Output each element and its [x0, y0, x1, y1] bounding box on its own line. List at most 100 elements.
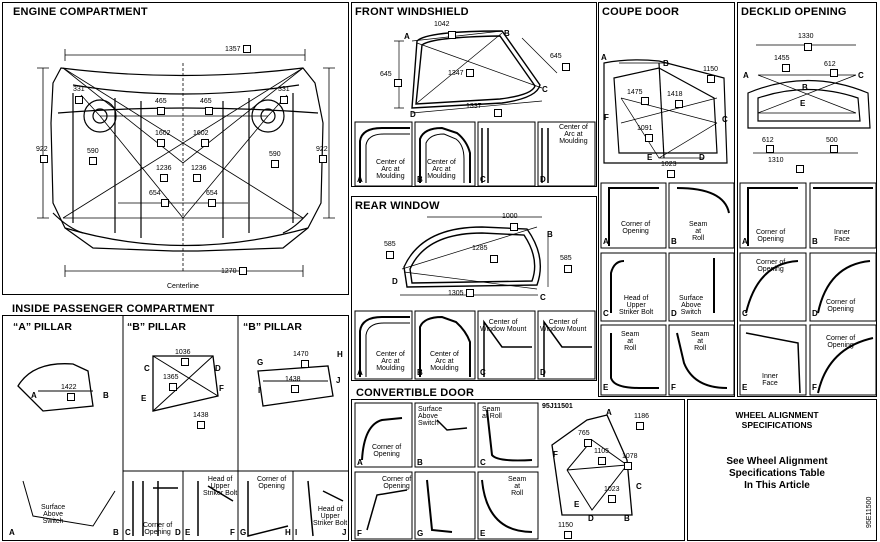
- check-box[interactable]: [280, 96, 288, 104]
- check-box[interactable]: [562, 63, 570, 71]
- dim-1078: 1078: [622, 453, 638, 460]
- dim-612-bottom: 612: [762, 137, 774, 144]
- dim-1418: 1418: [667, 91, 683, 98]
- check-box[interactable]: [197, 421, 205, 429]
- point-c: C: [542, 85, 548, 94]
- check-box[interactable]: [598, 457, 606, 465]
- check-box[interactable]: [494, 109, 502, 117]
- b-pillar-2-title: “B” PILLAR: [243, 321, 302, 333]
- check-box[interactable]: [205, 107, 213, 115]
- caption-b: Center of Arc at Moulding: [430, 351, 459, 372]
- caption-c: Corner of Opening: [143, 522, 173, 536]
- check-box[interactable]: [271, 160, 279, 168]
- caption-a: Corner of Opening: [756, 229, 786, 243]
- check-box[interactable]: [510, 223, 518, 231]
- check-box[interactable]: [707, 75, 715, 83]
- check-box[interactable]: [782, 64, 790, 72]
- check-box[interactable]: [645, 134, 653, 142]
- check-box[interactable]: [667, 170, 675, 178]
- check-box[interactable]: [161, 199, 169, 207]
- check-box[interactable]: [157, 107, 165, 115]
- check-box[interactable]: [67, 393, 75, 401]
- check-box[interactable]: [564, 531, 572, 539]
- check-box[interactable]: [448, 31, 456, 39]
- check-box[interactable]: [193, 174, 201, 182]
- check-box[interactable]: [89, 157, 97, 165]
- dim-1023: 1023: [604, 486, 620, 493]
- dim-465-left: 465: [155, 98, 167, 105]
- check-box[interactable]: [160, 174, 168, 182]
- dim-1310: 1310: [768, 157, 784, 164]
- check-box[interactable]: [394, 79, 402, 87]
- decklid-title: DECKLID OPENING: [741, 6, 847, 18]
- check-box[interactable]: [608, 495, 616, 503]
- check-box[interactable]: [169, 383, 177, 391]
- check-box[interactable]: [242, 45, 251, 53]
- check-box[interactable]: [766, 145, 774, 153]
- dim-612-top: 612: [824, 61, 836, 68]
- check-box[interactable]: [490, 255, 498, 263]
- check-box[interactable]: [181, 358, 189, 366]
- check-box[interactable]: [465, 69, 474, 77]
- dim-331-right: 331: [278, 86, 290, 93]
- caption-b: Surface Above Switch: [418, 406, 443, 427]
- inside-diagram: [17, 316, 348, 540]
- dim-1602-right: 1602: [193, 130, 209, 137]
- caption-a: Corner of Opening: [621, 221, 651, 235]
- check-box[interactable]: [319, 155, 327, 163]
- check-box[interactable]: [75, 96, 83, 104]
- check-box[interactable]: [291, 385, 299, 393]
- check-box[interactable]: [208, 199, 216, 207]
- inside-title: INSIDE PASSENGER COMPARTMENT: [12, 303, 215, 315]
- figure-code-wheel: 95E11500: [866, 496, 873, 528]
- wheel-alignment-panel: WHEEL ALIGNMENT SPECIFICATIONS See Wheel…: [687, 399, 877, 541]
- check-box[interactable]: [675, 100, 683, 108]
- dim-1365: 1365: [163, 374, 179, 381]
- dim-1236-left: 1236: [156, 165, 172, 172]
- caption-a: Center of Arc at Moulding: [376, 159, 405, 180]
- check-box[interactable]: [796, 165, 804, 173]
- caption-c: Center of Window Mount: [480, 319, 527, 333]
- caption-e: Head of Upper Striker Bolt: [203, 476, 238, 497]
- caption-d: Center of Arc at Moulding: [559, 124, 588, 145]
- caption-d: Center of Window Mount: [540, 319, 587, 333]
- dim-1475: 1475: [627, 89, 643, 96]
- check-box[interactable]: [564, 265, 572, 273]
- point-b: B: [504, 29, 510, 38]
- check-box[interactable]: [157, 139, 165, 147]
- caption-a: Corner of Opening: [372, 444, 402, 458]
- check-box[interactable]: [301, 360, 309, 368]
- point-a: A: [404, 32, 410, 41]
- check-box[interactable]: [386, 251, 394, 259]
- caption-d: Corner of Opening: [826, 299, 856, 313]
- check-box[interactable]: [830, 145, 838, 153]
- dim-1337: 1337: [466, 103, 482, 110]
- caption-b: Center of Arc at Moulding: [427, 159, 456, 180]
- check-box[interactable]: [804, 43, 812, 51]
- check-box[interactable]: [636, 422, 644, 430]
- dim-1186: 1186: [634, 413, 650, 420]
- coupe-door-title: COUPE DOOR: [602, 6, 680, 18]
- coupe-door-panel: COUPE DOOR A B C D E F 1150 1475 1418 10…: [598, 2, 735, 397]
- dim-1105: 1105: [594, 448, 610, 455]
- convertible-title: CONVERTIBLE DOOR: [356, 387, 475, 399]
- check-box[interactable]: [201, 139, 209, 147]
- check-box[interactable]: [465, 289, 474, 297]
- decklid-diagram: [739, 44, 876, 396]
- check-box[interactable]: [624, 462, 632, 470]
- dim-1285: 1285: [472, 245, 488, 252]
- check-box[interactable]: [830, 69, 838, 77]
- check-box[interactable]: [238, 267, 247, 275]
- dim-1270: 1270: [221, 267, 237, 275]
- dim-585-right: 585: [560, 255, 572, 262]
- check-box[interactable]: [40, 155, 48, 163]
- check-box[interactable]: [641, 97, 649, 105]
- caption-b: Inner Face: [834, 229, 850, 243]
- dim-645-left: 645: [380, 71, 392, 78]
- dim-1000: 1000: [502, 213, 518, 220]
- front-windshield-title: FRONT WINDSHIELD: [355, 6, 469, 18]
- caption-e: Seam at Roll: [621, 331, 640, 352]
- dim-654-right: 654: [206, 190, 218, 197]
- check-box[interactable]: [584, 439, 592, 447]
